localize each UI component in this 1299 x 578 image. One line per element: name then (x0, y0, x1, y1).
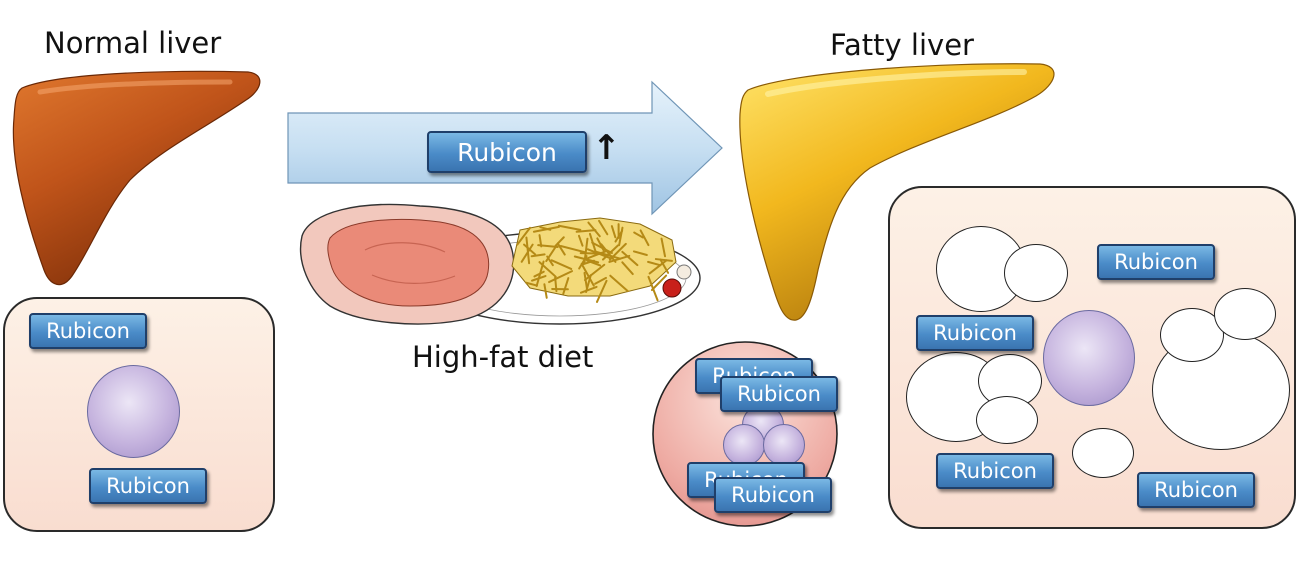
fry-stroke (639, 229, 650, 247)
fry-stroke (647, 260, 662, 267)
fry-stroke (530, 253, 546, 258)
lipid-droplet (1004, 244, 1068, 302)
nucleus-normal (87, 365, 180, 458)
fry-stroke (580, 262, 595, 287)
high-fat-diet-label: High-fat diet (412, 340, 594, 374)
nucleus-zoom-left (723, 424, 765, 466)
fry-stroke (581, 259, 595, 266)
fatty-liver-label: Fatty liver (830, 28, 974, 62)
fry-stroke (516, 226, 532, 246)
fry-stroke (621, 261, 634, 276)
fry-stroke (647, 275, 659, 302)
fry-stroke (539, 226, 552, 231)
fry-stroke (608, 242, 627, 261)
fry-stroke (583, 263, 606, 282)
fry-stroke (584, 250, 607, 261)
fry-stroke (548, 270, 574, 284)
fry-stroke (525, 281, 538, 287)
normal-liver-shape (12, 70, 261, 286)
lipid-droplet (1072, 428, 1134, 478)
fry-stroke (660, 237, 667, 258)
lipid-droplet (1160, 308, 1224, 362)
rubicon-badge-fatty-3: Rubicon (936, 453, 1054, 489)
fry-stroke (596, 237, 605, 252)
fry-stroke (648, 259, 668, 275)
fry-stroke (594, 276, 607, 285)
fry-stroke (588, 232, 597, 253)
fry-stroke (557, 224, 582, 231)
rubicon-badge-normal-1: Rubicon (29, 313, 147, 349)
fry-stroke (579, 285, 598, 294)
rubicon-badge-fatty-4: Rubicon (1137, 472, 1255, 508)
fry-stroke (650, 274, 668, 292)
fry-stroke (633, 231, 644, 239)
fry-stroke (525, 236, 531, 265)
rubicon-badge-zoom-2: Rubicon (720, 376, 838, 412)
fry-stroke (575, 229, 597, 233)
fry-stroke (559, 245, 586, 254)
fry-stroke (523, 243, 537, 256)
fry-stroke (562, 277, 570, 295)
fry-stroke (659, 258, 670, 274)
fry-stroke (535, 260, 545, 288)
fries (511, 217, 677, 297)
fry-stroke (614, 229, 624, 243)
lipid-droplet (1214, 288, 1276, 340)
rubicon-badge-fatty-1: Rubicon (1097, 244, 1215, 280)
lipid-droplet (976, 396, 1038, 444)
fry-stroke (543, 283, 548, 299)
fry-stroke (654, 258, 673, 262)
fry-stroke (546, 255, 554, 267)
fry-stroke (577, 234, 584, 247)
fry-stroke (550, 259, 573, 270)
fry-stroke (609, 274, 629, 293)
fry-stroke (632, 250, 648, 256)
fry-stroke (537, 244, 559, 248)
fry-stroke (598, 219, 609, 236)
fatty-liver-shape (739, 63, 1055, 321)
fry-stroke (557, 242, 566, 256)
rubicon-badge-fatty-2: Rubicon (916, 315, 1034, 351)
normal-liver-label: Normal liver (44, 26, 222, 60)
nucleus-fatty (1043, 310, 1135, 406)
nucleus-zoom-right (763, 424, 805, 466)
fry-stroke (610, 225, 617, 239)
rubicon-badge-zoom-4: Rubicon (714, 477, 832, 513)
rubicon-badge-arrow: Rubicon (427, 131, 587, 173)
fry-stroke (595, 279, 608, 303)
fry-stroke (621, 250, 639, 267)
up-arrow-icon: ↑ (592, 128, 621, 168)
fry-stroke (608, 254, 631, 263)
rubicon-badge-normal-2: Rubicon (89, 468, 207, 504)
